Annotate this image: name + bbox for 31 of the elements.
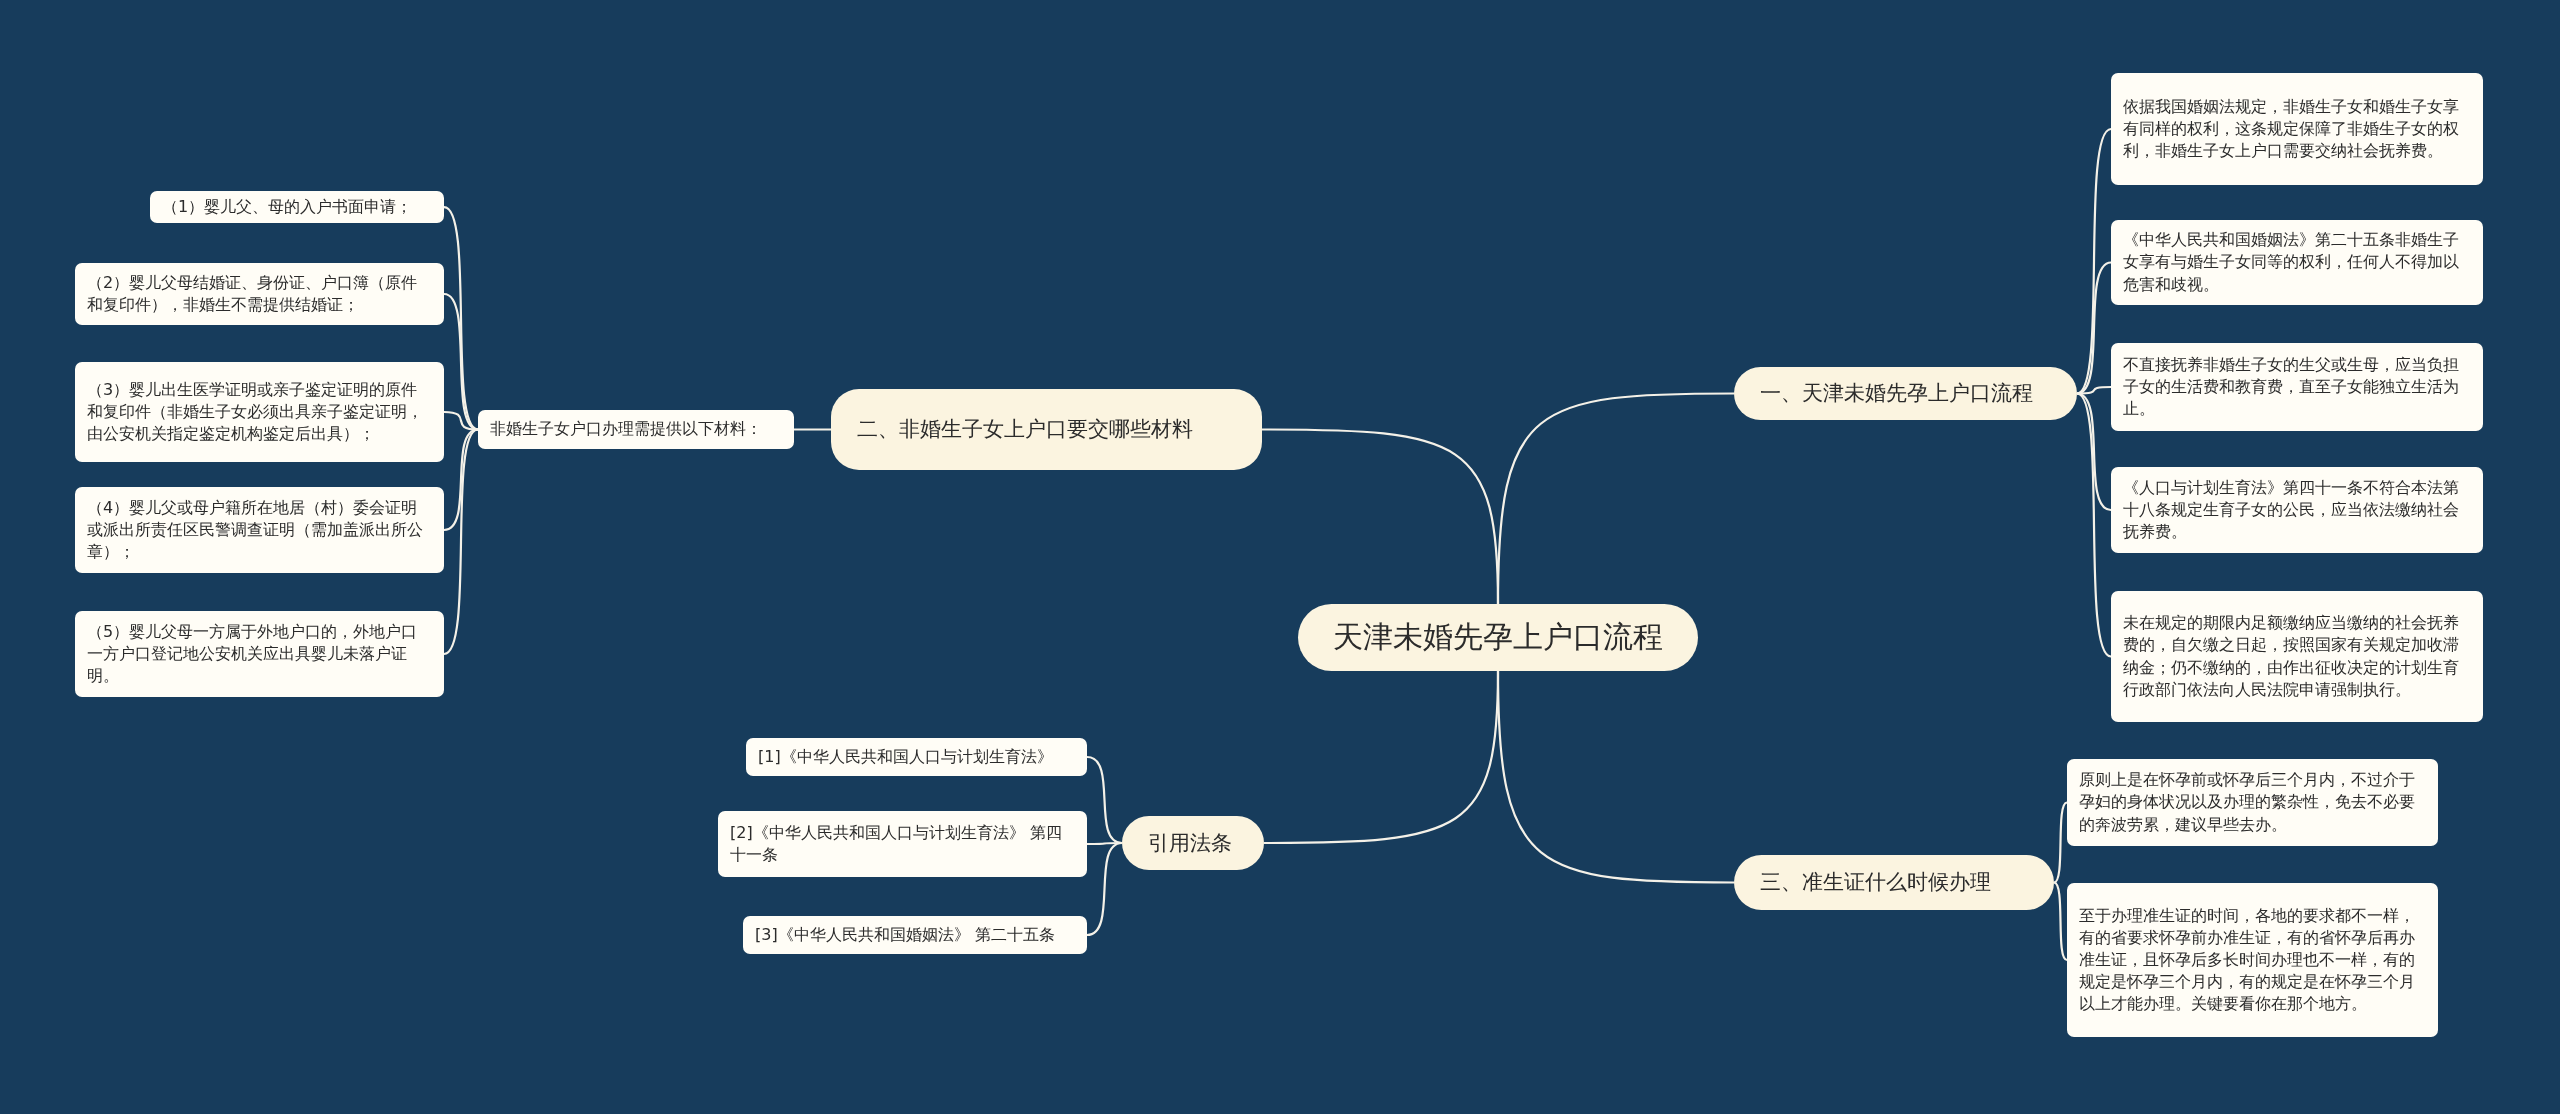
text-box: 依据我国婚姻法规定，非婚生子女和婚生子女享有同样的权利，这条规定保障了非婚生子女的权利，非婚生子女上户口需要交纳社会抚养费。 <box>2111 73 2483 185</box>
text-box: （2）婴儿父母结婚证、身份证、户口簿（原件和复印件），非婚生不需提供结婚证； <box>75 263 444 325</box>
connector-line <box>1086 755 1123 845</box>
branch-topic: 一、天津未婚先孕上户口流程 <box>1734 367 2077 420</box>
text-box: 未在规定的期限内足额缴纳应当缴纳的社会抚养费的，自欠缴之日起，按照国家有关规定加收滞纳金；仍不缴纳的，由作出征收决定的计划生育行政部门依法向人民法院申请强制执行。 <box>2111 591 2483 722</box>
connector-line <box>2053 801 2068 884</box>
connector-line <box>2053 881 2068 961</box>
text-box: [1]《中华人民共和国人口与计划生育法》 <box>746 738 1087 776</box>
text-box: [3]《中华人民共和国婚姻法》 第二十五条 <box>743 916 1087 954</box>
branch-topic: 三、准生证什么时候办理 <box>1734 855 2054 910</box>
connector-line <box>794 428 831 431</box>
text-box: （5）婴儿父母一方属于外地户口的，外地户口一方户口登记地公安机关应出具婴儿未落户证明。 <box>75 611 444 697</box>
connector-line <box>443 428 479 655</box>
text-box: 非婚生子女户口办理需提供以下材料： <box>478 410 794 449</box>
central-topic: 天津未婚先孕上户口流程 <box>1298 604 1698 671</box>
connector-line <box>2076 392 2112 658</box>
text-box: （1）婴儿父、母的入户书面申请； <box>150 191 444 224</box>
branch-topic: 引用法条 <box>1122 816 1264 870</box>
branch-topic: 二、非婚生子女上户口要交哪些材料 <box>831 389 1262 470</box>
text-box: （4）婴儿父或母户籍所在地居（村）委会证明或派出所责任区民警调查证明（需加盖派出所公章）； <box>75 487 444 573</box>
connector-line <box>2076 128 2112 395</box>
connector-line <box>1086 841 1123 937</box>
text-box: （3）婴儿出生医学证明或亲子鉴定证明的原件和复印件（非婚生子女必须出具亲子鉴定证明，由公安机关指定鉴定机构鉴定后出具）； <box>75 362 444 462</box>
text-box: 不直接抚养非婚生子女的生父或生母，应当负担子女的生活费和教育费，直至子女能独立生活为止。 <box>2111 343 2483 431</box>
text-box: 《人口与计划生育法》第四十一条不符合本法第十八条规定生育子女的公民，应当依法缴纳社会抚养费。 <box>2111 467 2483 553</box>
text-box: 《中华人民共和国婚姻法》第二十五条非婚生子女享有与婚生子女同等的权利，任何人不得加以危害和歧视。 <box>2111 220 2483 305</box>
text-box: 原则上是在怀孕前或怀孕后三个月内，不过介于孕妇的身体状况以及办理的繁杂性，免去不必要的奔波劳累，建议早些去办。 <box>2067 759 2438 846</box>
text-box: [2]《中华人民共和国人口与计划生育法》 第四十一条 <box>718 811 1087 877</box>
connector-line <box>1496 671 1734 884</box>
connector-line <box>1262 428 1500 605</box>
text-box: 至于办理准生证的时间，各地的要求都不一样，有的省要求怀孕前办准生证，有的省怀孕后再办准生证，且怀孕后多长时间办理也不一样，有的规定是怀孕三个月内，有的规定是在怀孕三个月以上才能办理。关键要看你在那个地方。 <box>2067 883 2438 1037</box>
